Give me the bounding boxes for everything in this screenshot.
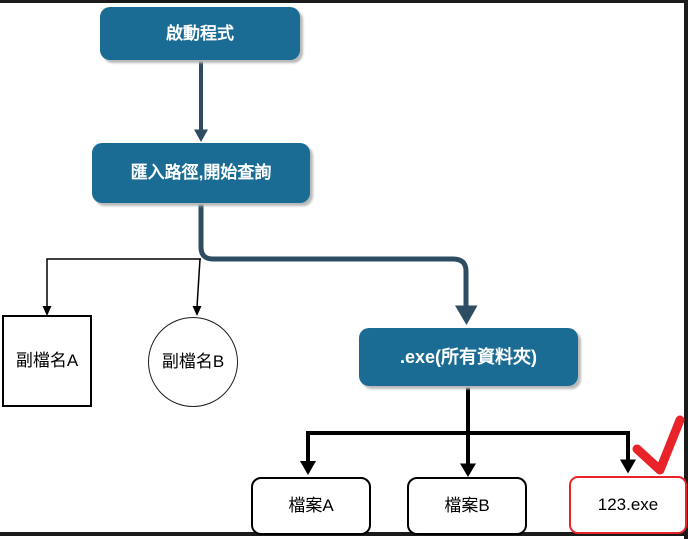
node-import-query[interactable]: 匯入路徑,開始查詢 [92,143,310,203]
node-file-b-label: 檔案B [444,496,490,516]
connector-start-to-import [194,60,208,142]
frame-border-right [684,0,688,539]
node-exe-all-label: .exe(所有資料夾) [399,346,538,367]
connector-import-to-exe [198,203,478,325]
node-import-query-label: 匯入路徑,開始查詢 [130,163,272,183]
check-icon [632,415,685,475]
node-ext-b[interactable]: 副檔名B [148,317,238,407]
node-file-a[interactable]: 檔案A [251,477,371,535]
frame-border-top [0,0,688,3]
connector-import-to-ext-a [42,258,201,316]
node-file-exe-label: 123.exe [597,495,659,515]
connector-exe-to-files [300,386,636,477]
node-start-label: 啟動程式 [166,23,234,43]
node-start[interactable]: 啟動程式 [100,7,300,60]
node-file-b[interactable]: 檔案B [407,477,527,535]
node-file-exe[interactable]: 123.exe [569,476,687,534]
node-ext-a-label: 副檔名A [15,351,79,371]
node-exe-all[interactable]: .exe(所有資料夾) [359,328,578,386]
node-ext-a[interactable]: 副檔名A [2,315,92,407]
node-ext-b-label: 副檔名B [161,352,225,372]
connector-import-to-ext-b [192,258,202,316]
node-file-a-label: 檔案A [288,496,334,516]
